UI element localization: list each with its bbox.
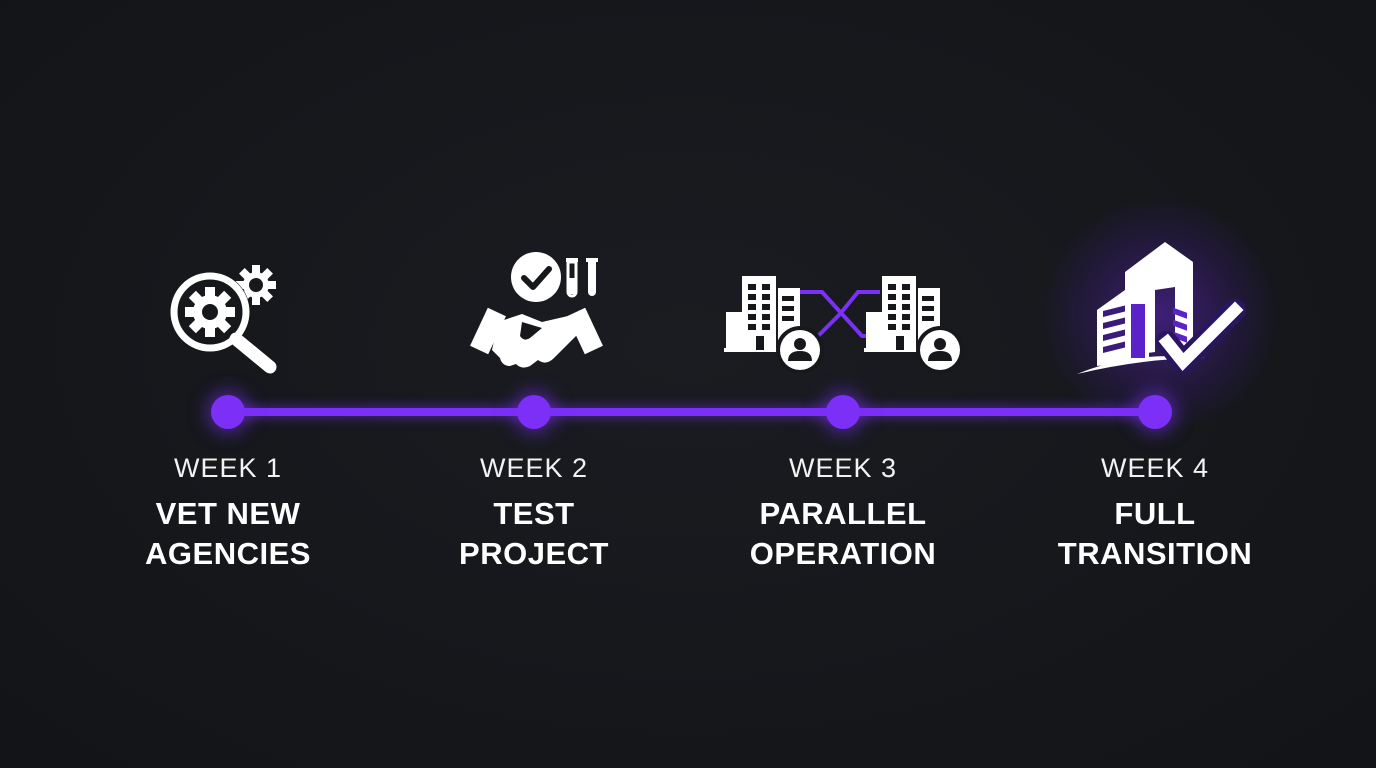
step-title-line2: OPERATION	[749, 536, 937, 571]
step-week1: WEEK 1 VET NEW AGENCIES	[78, 452, 378, 574]
step-title-line2: TRANSITION	[1057, 536, 1253, 571]
step-title: VET NEW AGENCIES	[78, 494, 378, 574]
timeline-dot-week4	[1138, 395, 1172, 429]
timeline-line	[228, 408, 1156, 416]
step-week4: WEEK 4 FULL TRANSITION	[1005, 452, 1305, 574]
step-title-line1: FULL	[1114, 496, 1196, 531]
handshake-check-testtubes-icon	[470, 252, 603, 368]
week-label: WEEK 1	[173, 453, 283, 483]
step-title: FULL TRANSITION	[1005, 494, 1305, 574]
step-title-line1: TEST	[493, 496, 575, 531]
week-label: WEEK 2	[479, 453, 589, 483]
timeline-dot-week1	[211, 395, 245, 429]
two-buildings-exchange-icon	[724, 276, 964, 374]
step-week2: WEEK 2 TEST PROJECT	[384, 452, 684, 574]
timeline-dot-week3	[826, 395, 860, 429]
step-week3: WEEK 3 PARALLEL OPERATION	[693, 452, 993, 574]
step-title: PARALLEL OPERATION	[693, 494, 993, 574]
magnifier-gears-icon	[170, 265, 277, 374]
week-label: WEEK 4	[1100, 453, 1210, 483]
step-title: TEST PROJECT	[384, 494, 684, 574]
step-title-line2: PROJECT	[459, 536, 609, 571]
building-check-icon	[1077, 242, 1246, 374]
step-title-line1: PARALLEL	[759, 496, 927, 531]
step-title-line2: AGENCIES	[145, 536, 311, 571]
week-label: WEEK 3	[788, 453, 898, 483]
timeline-dot-week2	[517, 395, 551, 429]
step-title-line1: VET NEW	[155, 496, 301, 531]
